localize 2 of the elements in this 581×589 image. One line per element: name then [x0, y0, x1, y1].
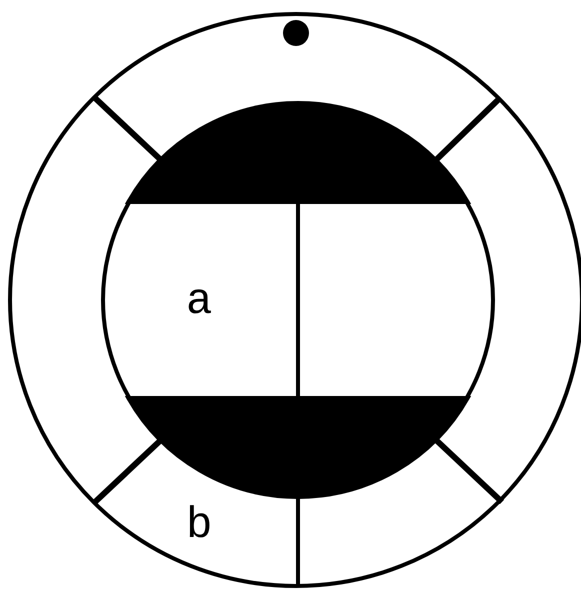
- region-label: b: [186, 504, 212, 548]
- region-label: a: [186, 280, 212, 324]
